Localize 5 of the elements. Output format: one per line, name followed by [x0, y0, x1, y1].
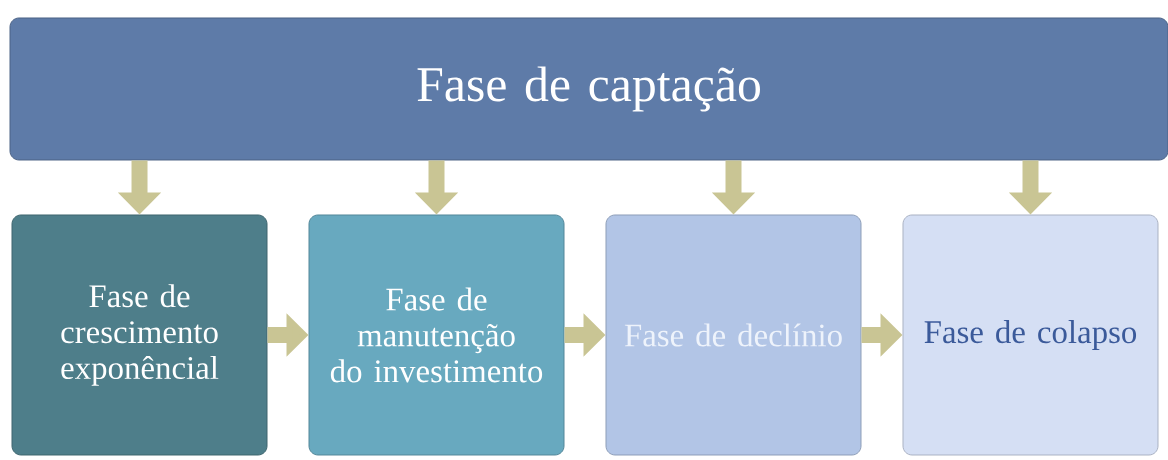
phase-box: Fase de crescimento exponêncial: [11, 214, 268, 456]
phase-box: Fase de manutenção do investimento: [308, 214, 565, 456]
phase-box: Fase de colapso: [902, 214, 1159, 456]
phase-box: Fase de declínio: [605, 214, 862, 456]
banner-box: Fase de captação: [9, 17, 1168, 161]
